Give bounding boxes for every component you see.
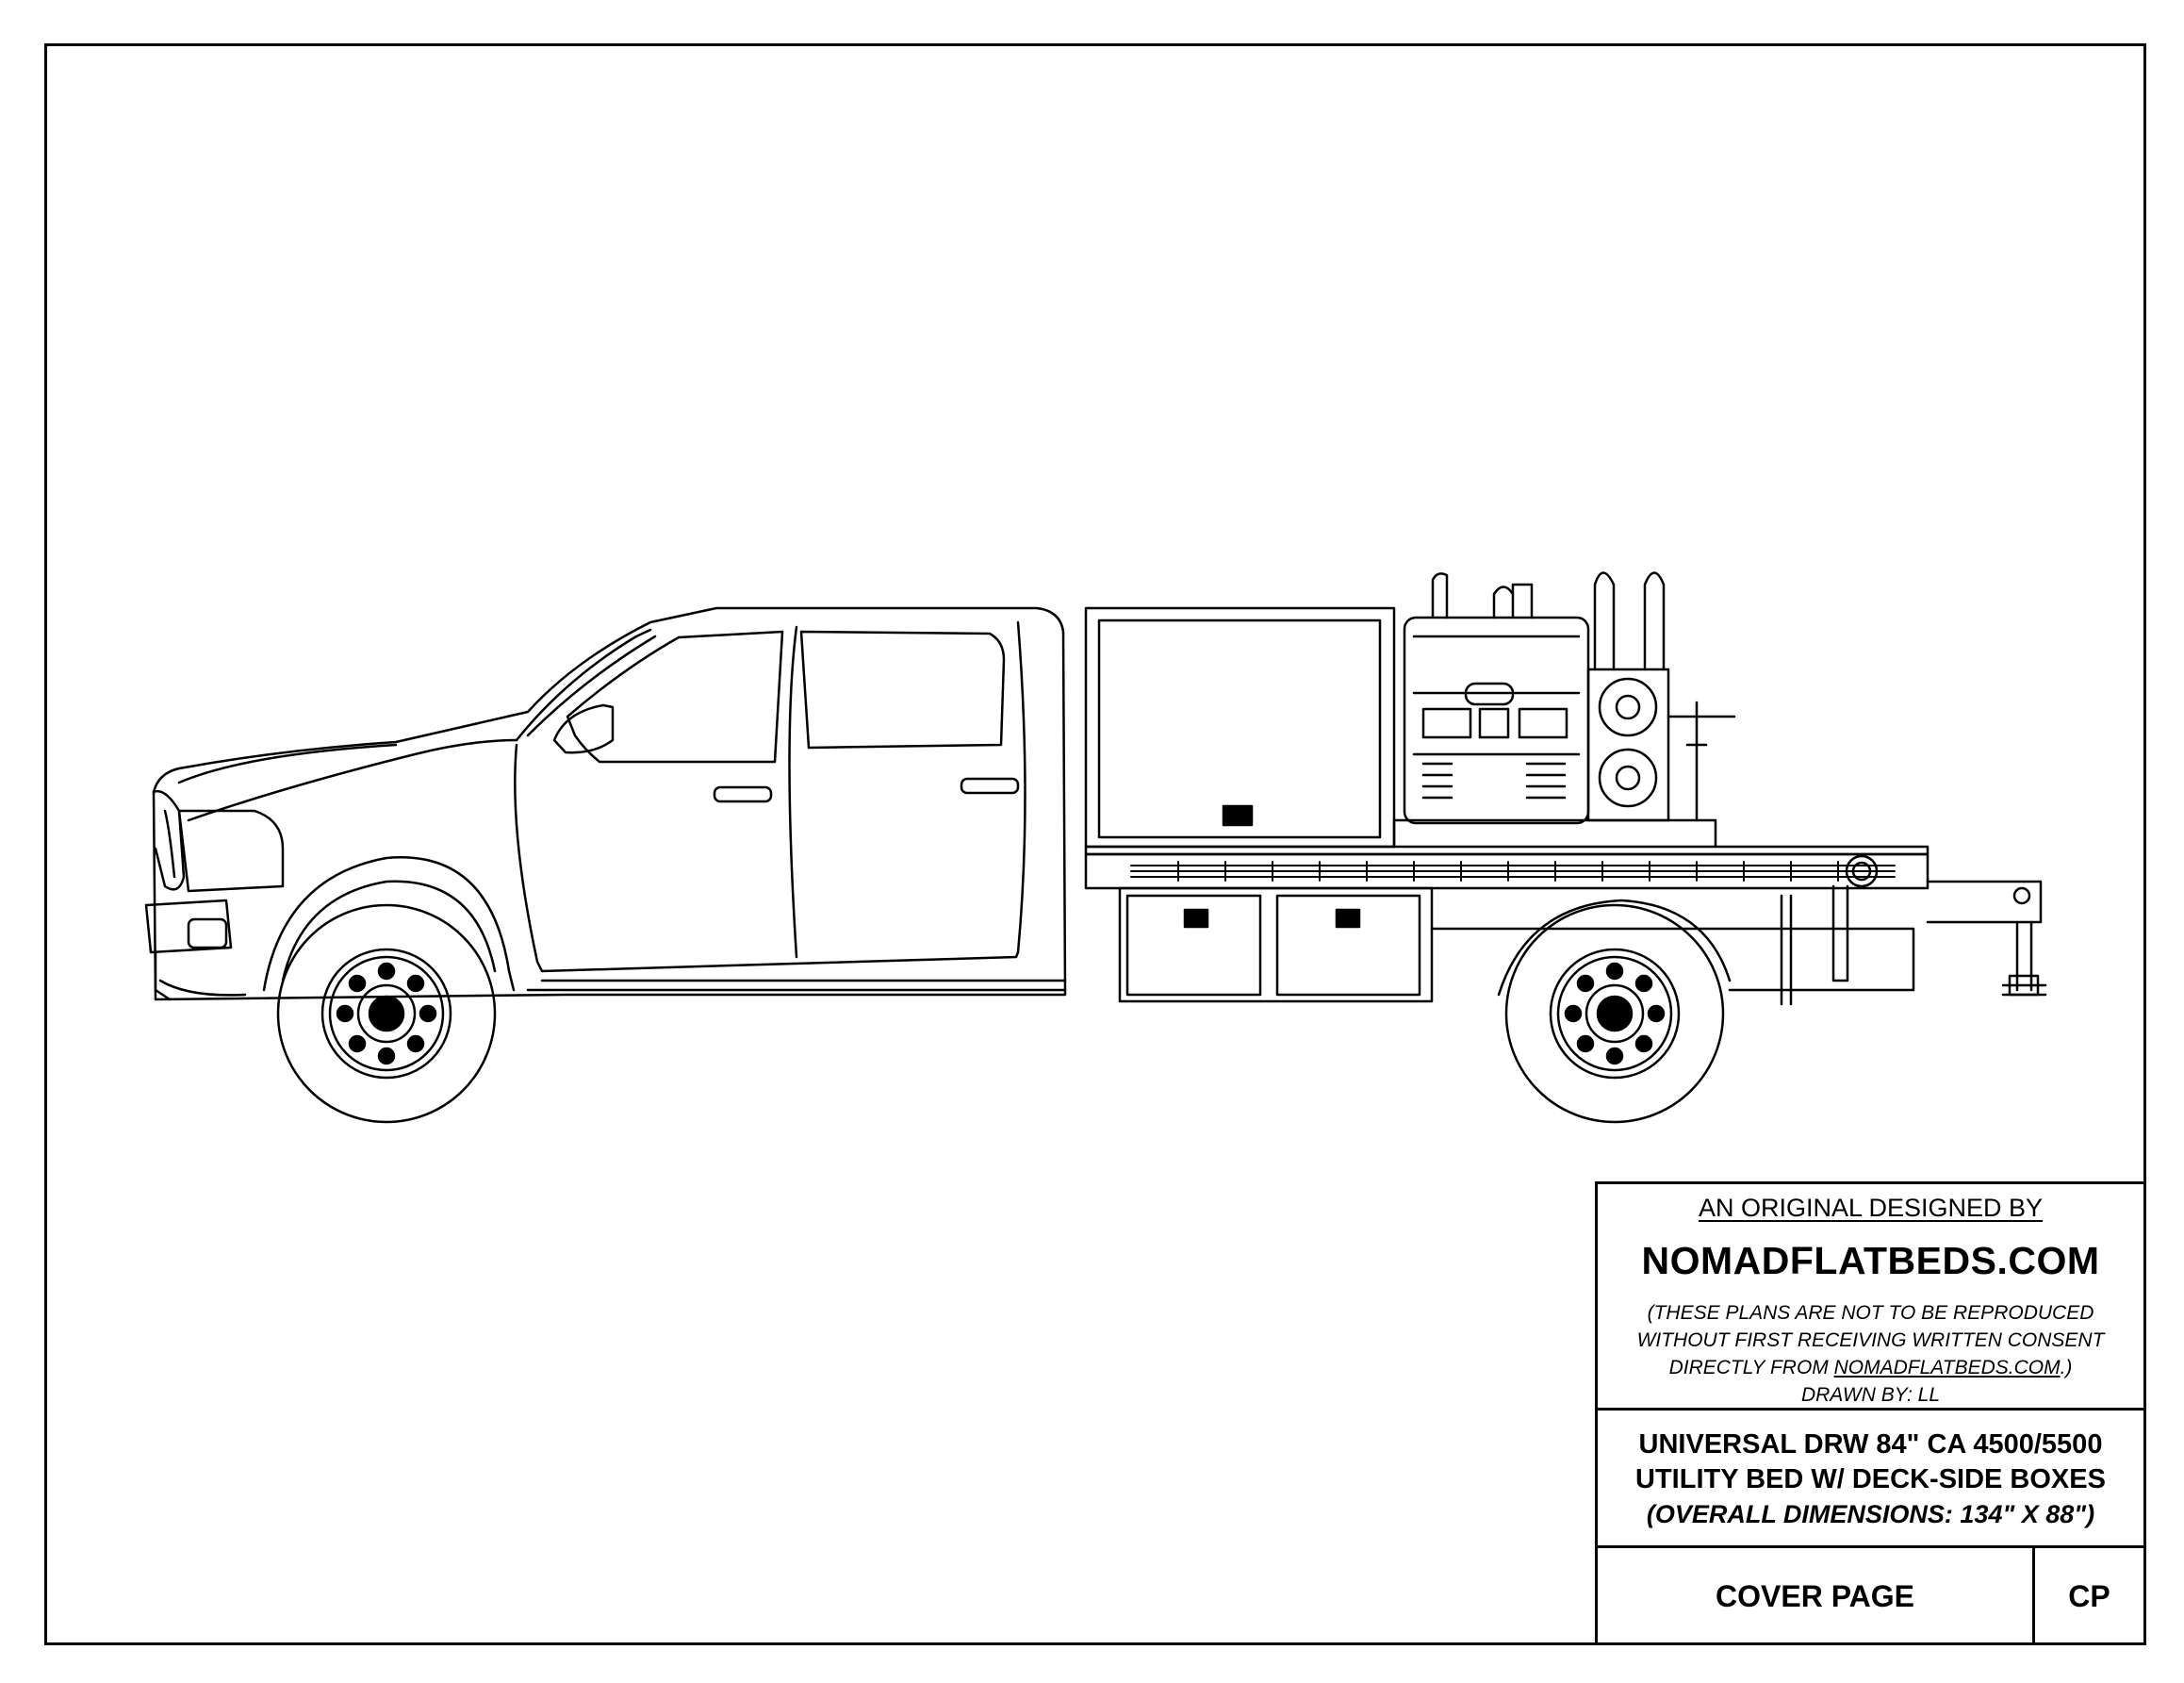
sheet-name: COVER PAGE	[1598, 1548, 2035, 1645]
sheet-border	[44, 43, 2146, 1645]
notice-line-3: DIRECTLY FROM NOMADFLATBEDS.COM.)	[1598, 1354, 2143, 1381]
designer-heading: AN ORIGINAL DESIGNED BY	[1698, 1194, 2044, 1222]
overall-dimensions: (OVERALL DIMENSIONS: 134" X 88")	[1646, 1500, 2095, 1528]
notice-line-3-suffix: .)	[2060, 1357, 2073, 1378]
front-fender	[262, 856, 516, 992]
title-block: AN ORIGINAL DESIGNED BY NOMADFLATBEDS.CO…	[1595, 1181, 2146, 1645]
credit-section: AN ORIGINAL DESIGNED BY NOMADFLATBEDS.CO…	[1598, 1184, 2143, 1411]
welder-unit	[1392, 571, 1736, 849]
front-wheel	[276, 903, 497, 1124]
deck-box	[1084, 606, 1396, 849]
website-link[interactable]: NOMADFLATBEDS.COM	[1833, 1357, 2061, 1378]
truck-cab	[152, 606, 1067, 1001]
truck-front	[144, 789, 285, 1001]
drawn-by: DRAWN BY: LL	[1800, 1384, 1941, 1406]
notice-line-2: WITHOUT FIRST RECEIVING WRITTEN CONSENT	[1636, 1329, 2105, 1351]
drawing-title-line-1: UNIVERSAL DRW 84" CA 4500/5500	[1638, 1429, 2103, 1460]
drawing-title-line-2: UTILITY BED W/ DECK-SIDE BOXES	[1635, 1464, 2106, 1494]
sheet-code: CP	[2068, 1579, 2110, 1613]
sheet-info-section: COVER PAGE CP	[1598, 1548, 2143, 1645]
copyright-notice: (THESE PLANS ARE NOT TO BE REPRODUCED WI…	[1598, 1299, 2143, 1409]
brand-name: NOMADFLATBEDS.COM	[1641, 1239, 2100, 1282]
notice-line-1: (THESE PLANS ARE NOT TO BE REPRODUCED	[1647, 1302, 2094, 1324]
drawing-title-section: UNIVERSAL DRW 84" CA 4500/5500 UTILITY B…	[1598, 1411, 2143, 1548]
rear-wheel	[1497, 899, 1732, 1124]
flatbed	[1084, 845, 2047, 1006]
notice-line-3-prefix: DIRECTLY FROM	[1668, 1357, 1834, 1378]
